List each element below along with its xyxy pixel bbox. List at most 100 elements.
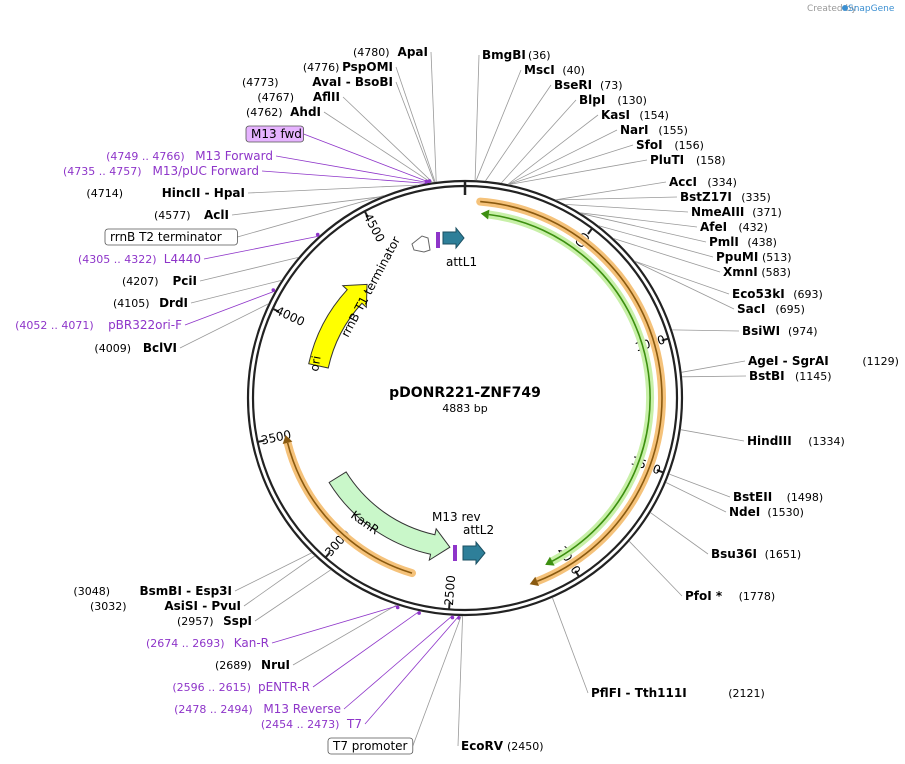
primer-range: (2674 .. 2693): [146, 637, 225, 650]
site-position: (1530): [767, 506, 804, 519]
site-position: (2121): [728, 687, 765, 700]
attl2-primer-mark: [453, 545, 457, 561]
primer-leader-6: [343, 615, 453, 710]
primer-label: T7: [346, 717, 362, 731]
site-position: (1498): [787, 491, 824, 504]
site-position: (1778): [739, 590, 776, 603]
site-name: AclI: [204, 208, 229, 222]
site-leader-22: [665, 482, 727, 513]
site-leader-12: [581, 213, 707, 243]
site-name: BstBI: [749, 369, 785, 383]
primer-leader-5: [312, 610, 420, 688]
kanr-arrow: [328, 471, 451, 562]
site-leader-26: [457, 615, 463, 747]
site-position: (4773): [242, 76, 279, 89]
site-leader-20: [680, 429, 745, 442]
primer-leader-4: [271, 605, 399, 644]
site-position: (1651): [765, 548, 802, 561]
credit-brand: SnapGene: [848, 4, 895, 14]
primer-site-mark: [395, 605, 400, 610]
site-position: (2689): [215, 659, 252, 672]
site-name: BclVI: [143, 341, 177, 355]
site-leader-5: [508, 129, 618, 185]
site-position: (40): [562, 64, 585, 77]
site-name: SacI: [737, 302, 765, 316]
site-leader-18: [681, 360, 746, 373]
site-leader-0: [474, 54, 480, 181]
site-position: (4780): [353, 46, 390, 59]
primer-site-mark: [450, 615, 455, 620]
site-name: DrdI: [159, 296, 188, 310]
site-position: (4207): [122, 275, 159, 288]
site-name: ApaI: [398, 45, 428, 59]
boxed-feature-frame: [327, 737, 414, 755]
site-leader-left-7: [199, 257, 299, 282]
site-position: (695): [775, 303, 805, 316]
site-position: (155): [658, 124, 688, 137]
primer-leader-3: [184, 290, 276, 326]
site-name: BseRI: [554, 78, 592, 92]
site-name: PflFI - Tth111I: [591, 686, 687, 700]
site-name: BlpI: [579, 93, 605, 107]
orf-green-line: [488, 213, 651, 562]
site-position: (3032): [90, 600, 127, 613]
site-position: (693): [793, 288, 823, 301]
site-leader-left-3: [342, 96, 433, 183]
site-name: PspOMI: [342, 60, 393, 74]
site-leader-14: [613, 238, 721, 273]
tick-mark-4000: [272, 307, 280, 313]
tick-mark-2500: [448, 602, 451, 610]
feature-label-m13-rev: M13 rev: [432, 510, 481, 524]
site-leader-left-5: [247, 184, 419, 194]
plasmid-size: 4883 bp: [442, 402, 487, 415]
site-leader-left-0: [430, 51, 437, 182]
tick-mark-1000: [661, 337, 669, 342]
site-name: NmeAIII: [691, 205, 744, 219]
site-name: NruI: [261, 658, 290, 672]
attl2-arrow: [462, 540, 486, 566]
site-leader-left-9: [179, 303, 269, 349]
site-position: (156): [674, 139, 704, 152]
site-position: (432): [738, 221, 768, 234]
primer-leader-2: [203, 235, 320, 260]
site-position: (371): [752, 206, 782, 219]
site-position: (2957): [177, 615, 214, 628]
site-leader-2: [485, 84, 552, 182]
site-position: (334): [707, 176, 737, 189]
orf-outer-line: [480, 200, 663, 583]
site-leader-1: [475, 69, 522, 181]
site-name: PfoI *: [685, 589, 723, 603]
site-position: (4762): [246, 106, 283, 119]
site-position: (4105): [113, 297, 150, 310]
site-name: SspI: [223, 614, 252, 628]
site-name: AfeI: [700, 220, 727, 234]
primer-label: M13/pUC Forward: [152, 164, 259, 178]
site-leader-left-10: [234, 552, 312, 592]
feature-label-attl1: attL1: [446, 255, 477, 269]
attl1-arrow: [442, 226, 465, 250]
primer-site-mark: [417, 611, 421, 615]
site-position: (1129): [862, 355, 899, 368]
site-name: KasI: [601, 108, 630, 122]
site-leader-19: [681, 375, 747, 378]
site-leader-left-11: [243, 555, 316, 607]
site-leader-left-2: [395, 81, 435, 183]
site-leader-23: [650, 512, 709, 555]
site-name: PciI: [173, 274, 198, 288]
site-leader-left-1: [395, 66, 436, 183]
primer-label: L4440: [164, 252, 201, 266]
site-position: (130): [617, 94, 647, 107]
primer-range: (2596 .. 2615): [172, 681, 251, 694]
site-position: (4776): [303, 61, 340, 74]
primer-site-mark: [271, 288, 276, 292]
site-name: PmlI: [709, 235, 739, 249]
tick-label-2500: 2500: [442, 575, 458, 607]
site-name: AhdI: [290, 105, 321, 119]
primer-leader-0: [275, 155, 430, 184]
site-leader-10: [565, 204, 689, 213]
site-name: HincII - HpaI: [162, 186, 245, 200]
site-name: SfoI: [636, 138, 663, 152]
site-name: BsiWI: [742, 324, 780, 338]
